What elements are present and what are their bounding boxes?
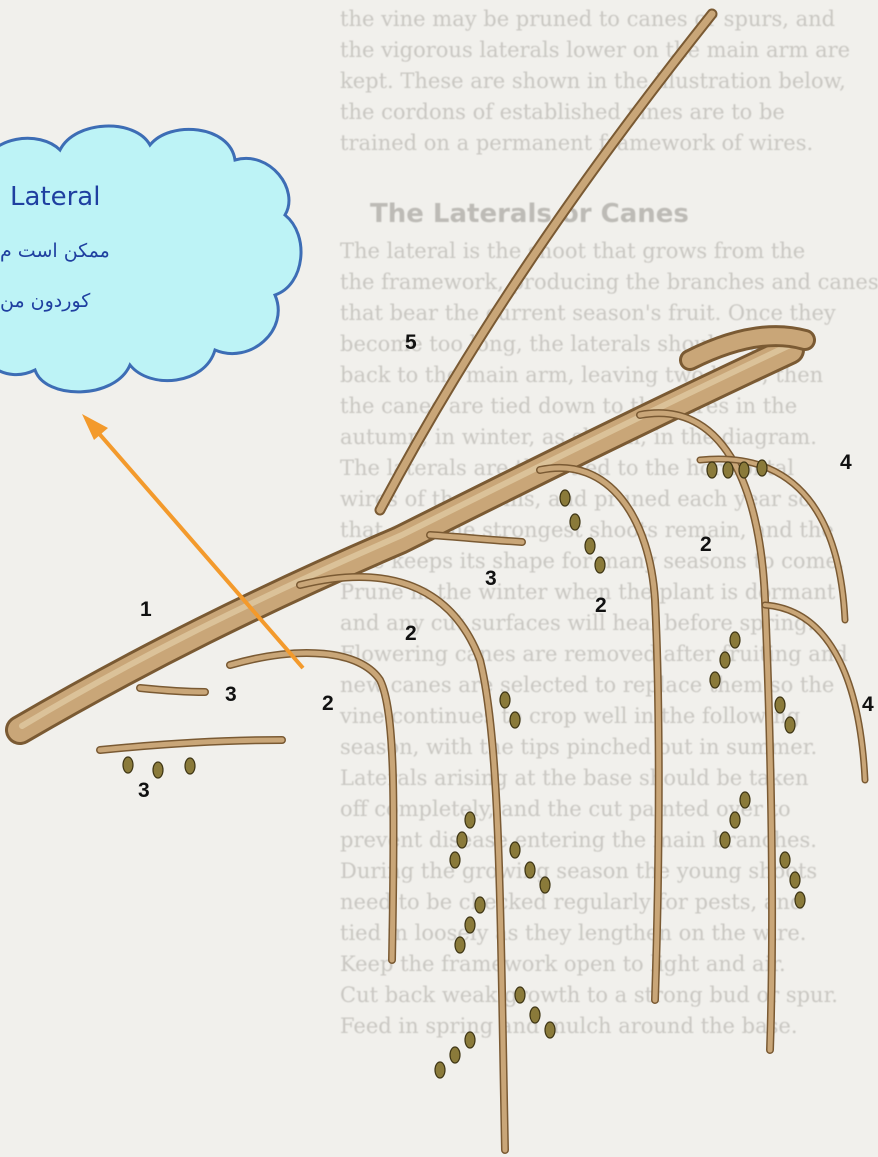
label-sub-lateral-1: 4: [840, 451, 852, 474]
label-sub-lateral-2: 4: [862, 693, 874, 716]
upper-lateral: [380, 14, 712, 510]
label-cane-3: 2: [595, 594, 607, 617]
label-spur-2: 3: [138, 779, 150, 802]
label-cane-2: 2: [405, 622, 417, 645]
label-upper-lateral: 5: [405, 331, 417, 354]
label-spur-3: 3: [485, 567, 497, 590]
label-trunk: 1: [140, 598, 152, 621]
label-cane-4: 2: [700, 533, 712, 556]
label-cane-1: 2: [322, 692, 334, 715]
label-spur-1: 3: [225, 683, 237, 706]
callout-cloud: [0, 126, 301, 392]
